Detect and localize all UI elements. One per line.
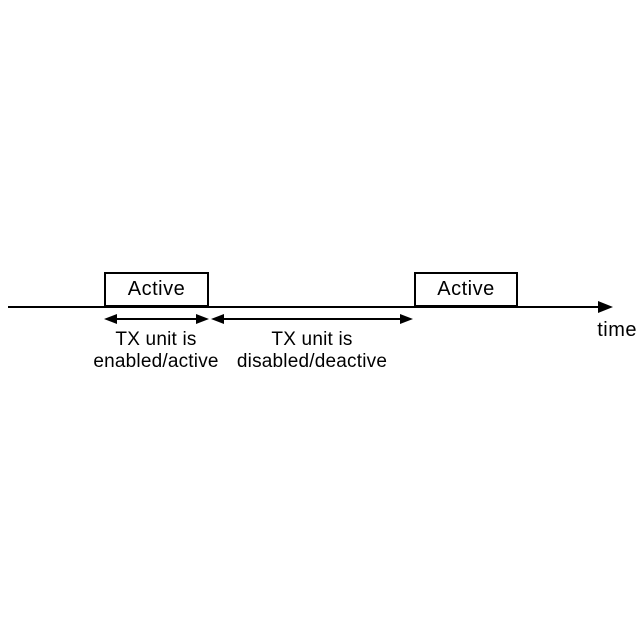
- enabled-interval-label: TX unit is enabled/active: [61, 329, 251, 373]
- active-box-1-label: Active: [127, 278, 186, 300]
- disabled-interval-label: TX unit is disabled/deactive: [217, 329, 407, 373]
- disabled-interval-arrowhead-right-icon: [400, 314, 413, 324]
- active-box-2: Active: [414, 272, 518, 307]
- enabled-interval-arrowhead-left-icon: [104, 314, 117, 324]
- enabled-interval-label-line1: TX unit is: [115, 329, 197, 350]
- time-axis-line: [8, 306, 600, 308]
- active-box-2-label: Active: [437, 278, 495, 300]
- disabled-interval-arrow-line: [222, 318, 402, 320]
- active-box-1: Active: [104, 272, 209, 307]
- time-axis-label: time: [597, 319, 637, 341]
- enabled-interval-label-line2: enabled/active: [93, 351, 219, 372]
- enabled-interval-arrow-line: [115, 318, 199, 320]
- disabled-interval-label-line2: disabled/deactive: [236, 351, 388, 372]
- time-axis-arrowhead-icon: [598, 301, 613, 313]
- disabled-interval-label-line1: TX unit is: [271, 329, 353, 350]
- disabled-interval-arrowhead-left-icon: [211, 314, 224, 324]
- enabled-interval-arrowhead-right-icon: [196, 314, 209, 324]
